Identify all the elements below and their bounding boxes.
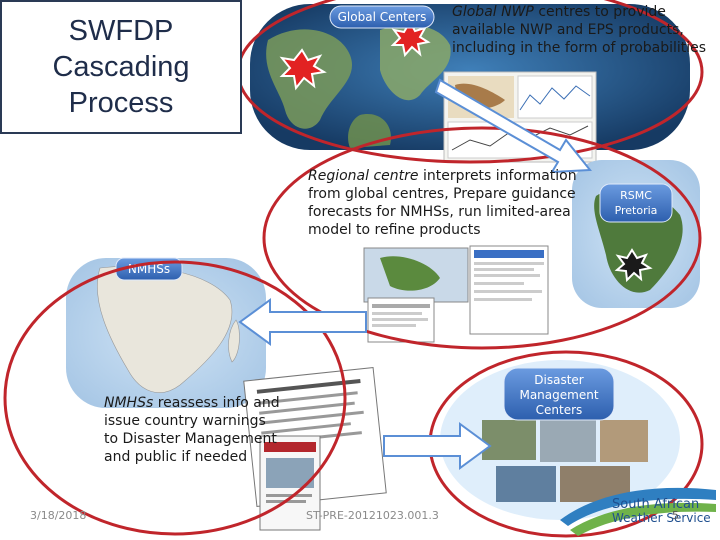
arrow-regional-to-nmhs <box>238 298 367 346</box>
rsmc-badge-line2: Pretoria <box>615 204 658 217</box>
regional-description-italic: Regional centre <box>308 168 419 184</box>
regional-centre-ellipse <box>262 126 702 350</box>
title-box: SWFDP Cascading Process <box>0 0 242 134</box>
page-title: SWFDP Cascading Process <box>52 15 190 119</box>
global-centers-badge: Global Centers <box>329 5 435 29</box>
rsmc-badge-line1: RSMC <box>620 189 652 202</box>
global-center-marker-icon <box>390 20 431 58</box>
footer-code: ST-PRE-20121023.001.3 <box>306 509 439 522</box>
disaster-badge: Disaster Management Centers <box>503 367 615 421</box>
disaster-badge-line2: Management <box>519 388 598 402</box>
saws-logo-line2: Weather Service <box>612 511 711 525</box>
global-center-marker-icon <box>279 48 327 91</box>
nmhs-description-italic: NMHSs <box>104 395 154 411</box>
warning-documents <box>243 367 387 531</box>
regional-products-screens <box>363 245 549 343</box>
nmhs-ellipse <box>3 260 347 536</box>
disaster-photos <box>440 360 680 520</box>
global-description: Global NWP centres to provide available … <box>452 3 718 57</box>
global-description-text: centres to provide available NWP and EPS… <box>452 4 707 56</box>
page-number: 5 <box>672 509 679 522</box>
rsmc-marker-icon <box>614 248 653 283</box>
regional-description: Regional centre interprets information f… <box>308 167 600 239</box>
disaster-badge-line3: Centers <box>536 403 583 417</box>
global-centers-badge-label: Global Centers <box>338 10 427 24</box>
saws-logo-line1: South African <box>612 497 699 512</box>
nmhs-description-text: reassess info and issue country warnings… <box>104 395 280 465</box>
rsmc-badge: RSMC Pretoria <box>599 183 673 223</box>
saws-logo: South African Weather Service <box>560 487 716 536</box>
arrow-nmhs-to-disaster <box>383 422 492 470</box>
footer-date: 3/18/2018 <box>30 509 87 522</box>
global-description-italic: Global NWP <box>452 4 534 20</box>
disaster-badge-line1: Disaster <box>534 373 584 387</box>
nmhs-map <box>66 258 266 408</box>
nmhs-description: NMHSs reassess info and issue country wa… <box>104 394 282 466</box>
regional-description-text: interprets information from global centr… <box>308 168 577 238</box>
arrow-global-to-regional <box>434 78 592 174</box>
